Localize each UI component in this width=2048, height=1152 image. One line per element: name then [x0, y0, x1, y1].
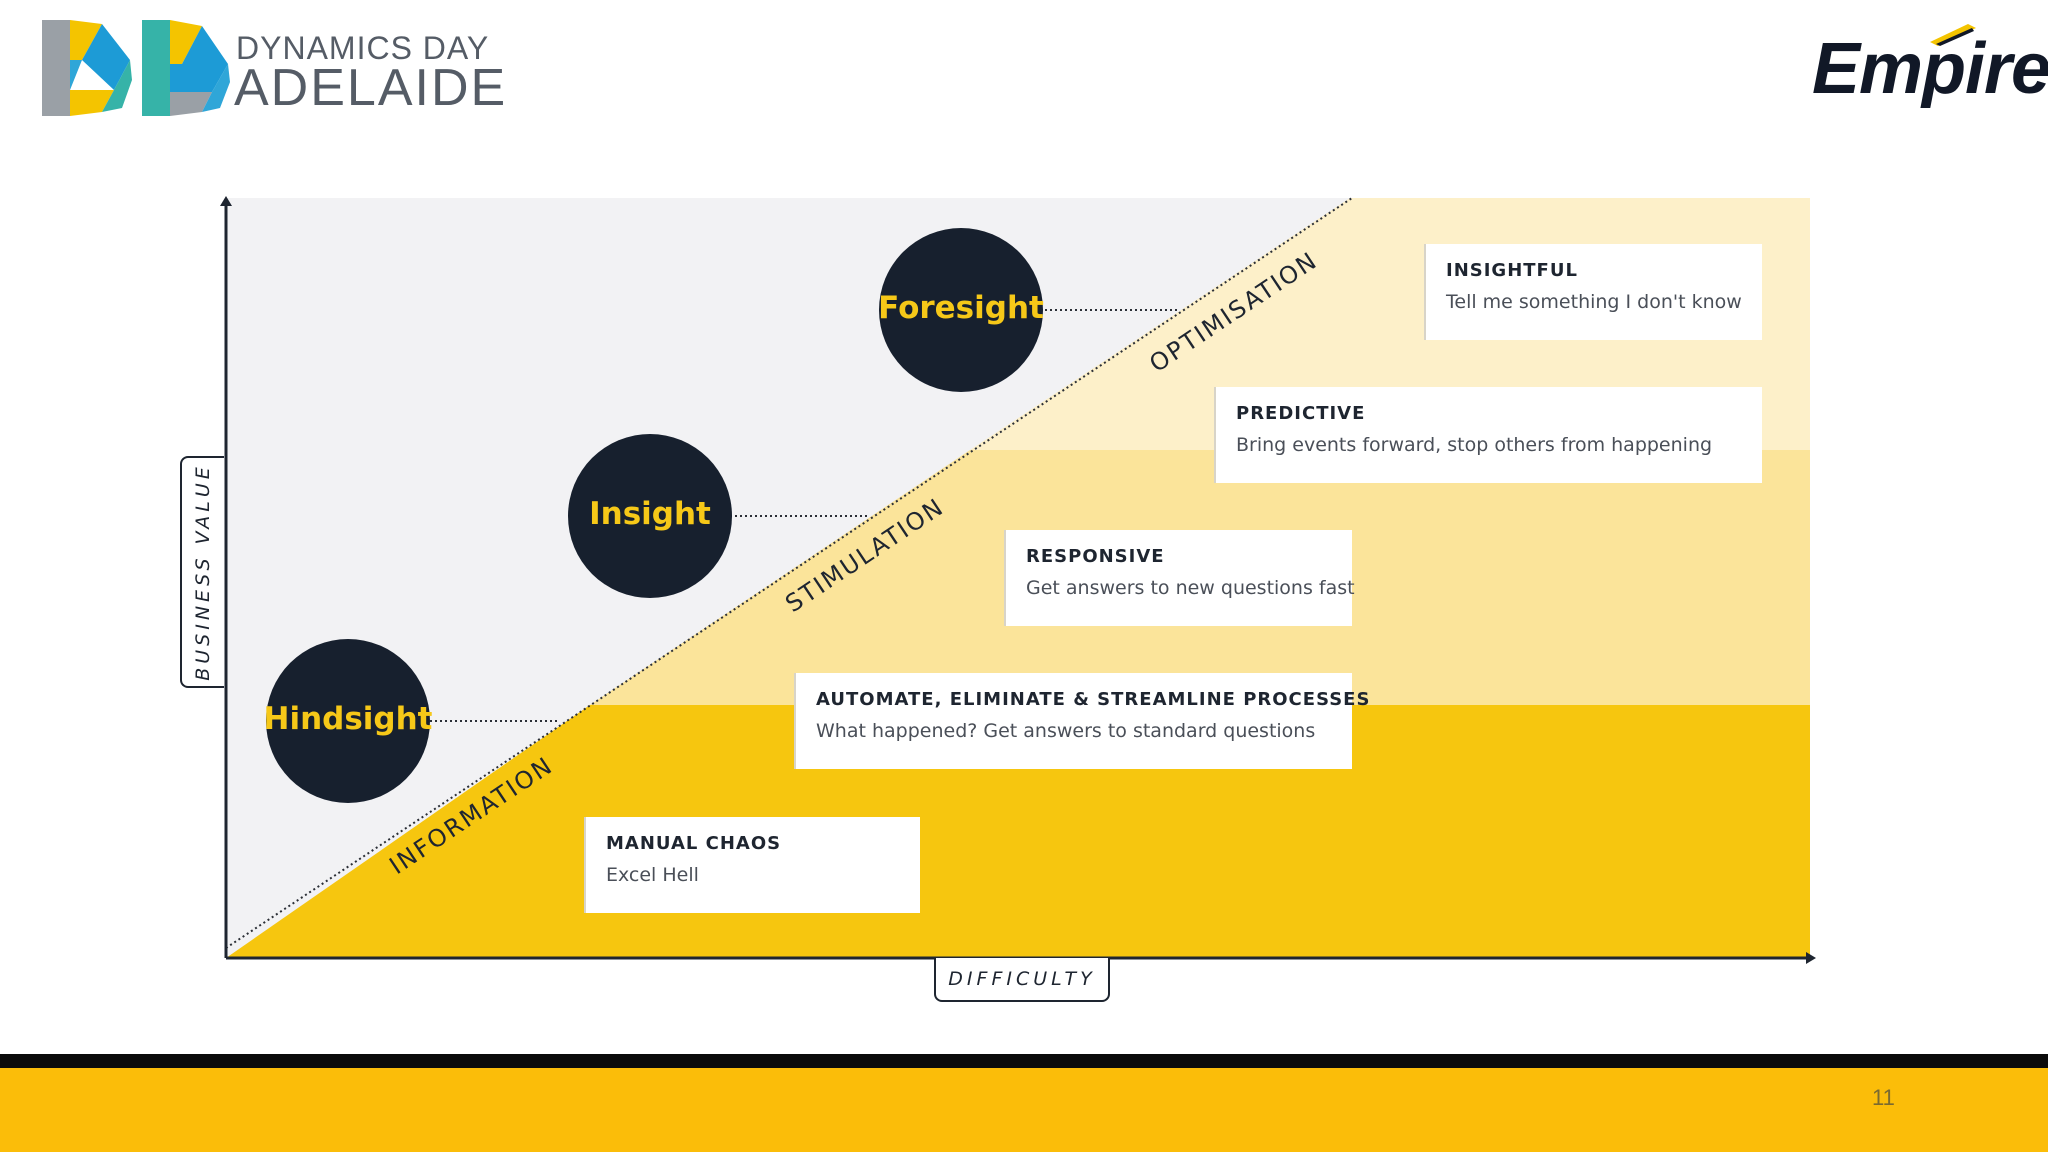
- stage-text: Tell me something I don't know: [1446, 291, 1742, 313]
- stage-responsive: RESPONSIVE Get answers to new questions …: [1004, 530, 1355, 626]
- footer-bar-top: [0, 1054, 2048, 1068]
- stage-title: INSIGHTFUL: [1446, 260, 1578, 281]
- stage-title: MANUAL CHAOS: [606, 833, 782, 854]
- stage-text: What happened? Get answers to standard q…: [816, 720, 1316, 742]
- circle-label-foresight: Foresight: [878, 290, 1044, 326]
- footer-bar: [0, 1068, 2048, 1152]
- event-name-line2: ADELAIDE: [234, 59, 508, 117]
- circle-label-hindsight: Hindsight: [263, 701, 433, 737]
- y-axis-label: BUSINESS VALUE: [192, 463, 215, 681]
- insight-circle: [568, 434, 732, 598]
- empired-mark-icon: [1930, 24, 1976, 46]
- dynamics-day-logo-icon: [42, 20, 230, 116]
- stage-text: Excel Hell: [606, 864, 699, 886]
- stage-insightful: INSIGHTFUL Tell me something I don't kno…: [1424, 244, 1762, 340]
- stage-title: PREDICTIVE: [1236, 403, 1366, 424]
- empired-logo: Empired: [1812, 29, 2048, 109]
- y-axis-label-tab: BUSINESS VALUE: [180, 456, 224, 688]
- y-axis-arrow-icon: [220, 196, 232, 206]
- x-axis-label: DIFFICULTY: [948, 968, 1096, 990]
- foresight-circle: [879, 228, 1043, 392]
- circle-label-insight: Insight: [589, 496, 711, 532]
- stage-title: RESPONSIVE: [1026, 546, 1165, 567]
- stage-predictive: PREDICTIVE Bring events forward, stop ot…: [1214, 387, 1762, 483]
- hindsight-circle: [266, 639, 430, 803]
- x-axis-arrow-icon: [1806, 952, 1816, 964]
- stage-manual-chaos: MANUAL CHAOS Excel Hell: [584, 817, 920, 913]
- page-number: 11: [1872, 1085, 1895, 1110]
- x-axis-label-tab: DIFFICULTY: [934, 958, 1110, 1002]
- stage-text: Bring events forward, stop others from h…: [1236, 434, 1713, 456]
- stage-title: AUTOMATE, ELIMINATE & STREAMLINE PROCESS…: [816, 689, 1371, 710]
- stage-automate: AUTOMATE, ELIMINATE & STREAMLINE PROCESS…: [794, 673, 1371, 769]
- event-name-line1: DYNAMICS DAY: [236, 30, 490, 66]
- stage-text: Get answers to new questions fast: [1026, 577, 1355, 599]
- diagonal-dotted-line: [225, 197, 1353, 949]
